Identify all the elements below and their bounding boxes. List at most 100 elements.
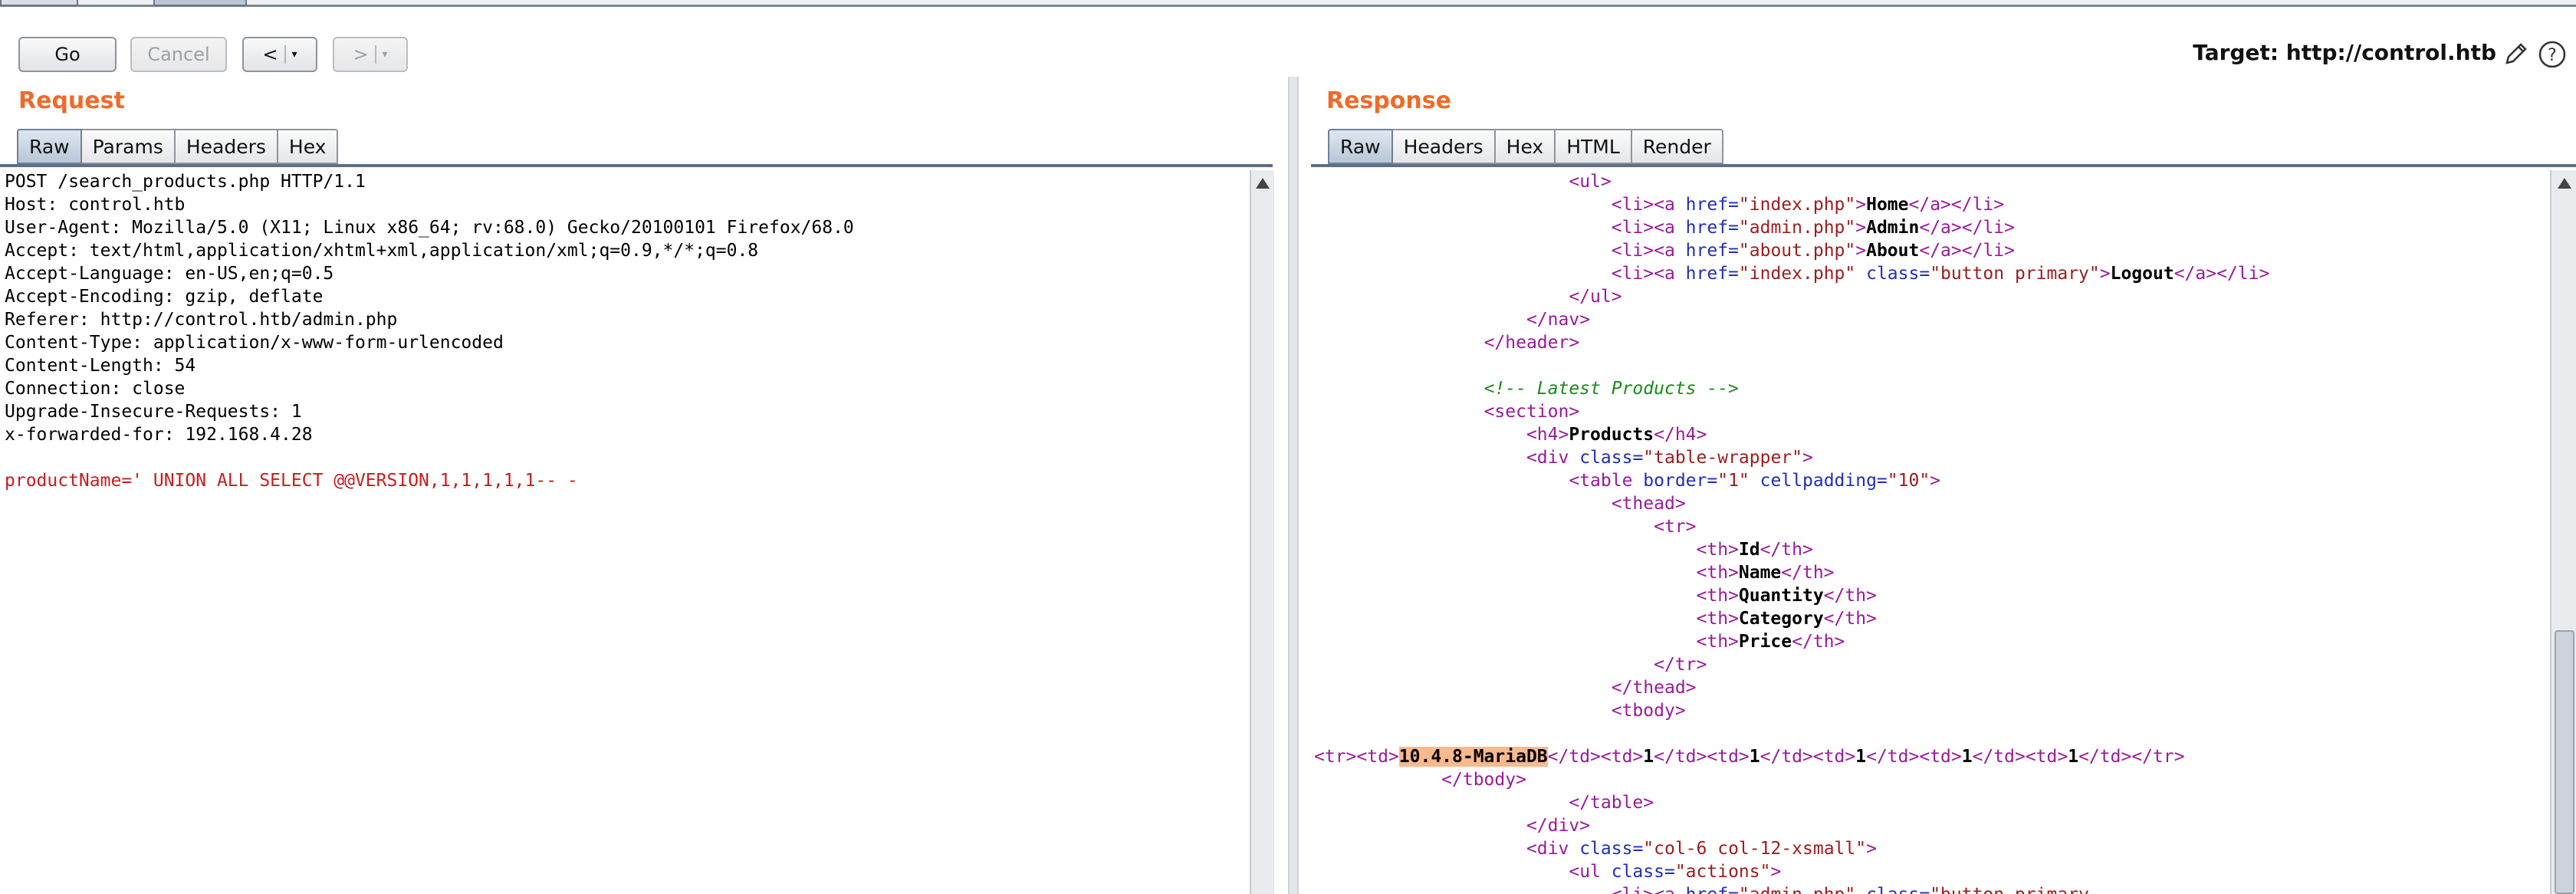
code-token: <li><a (1612, 885, 1686, 894)
forward-button[interactable]: >▾ (333, 37, 408, 72)
code-token: <li><a (1611, 241, 1686, 261)
code-token: <table (1569, 471, 1644, 491)
go-button[interactable]: Go (18, 37, 117, 72)
response-code-line: <li><a href="admin.php">Admin</a></li> (1314, 216, 2550, 239)
response-code-line (1314, 722, 2550, 745)
request-tab-params[interactable]: Params (81, 129, 176, 164)
back-button[interactable]: <▾ (242, 37, 317, 72)
response-code-line: <th>Category</th> (1314, 607, 2550, 630)
help-icon[interactable]: ? (2538, 40, 2567, 69)
code-token: border= (1643, 471, 1718, 491)
response-code-line: <div class="table-wrapper"> (1314, 446, 2550, 469)
request-header-accept: Accept: text/html,application/xhtml+xml,… (5, 241, 759, 261)
response-code-line: <th>Name</th> (1314, 561, 2550, 584)
response-tab-render[interactable]: Render (1631, 129, 1723, 164)
top-tab[interactable] (0, 0, 78, 6)
code-token: "col-6 col-12-xsmall" (1643, 839, 1867, 859)
response-code-line: </header> (1314, 331, 2550, 354)
request-header-connection: Connection: close (5, 379, 186, 399)
code-token: "table-wrapper" (1643, 448, 1803, 468)
cancel-button[interactable]: Cancel (130, 37, 227, 72)
forward-history-dropdown-icon[interactable]: ▾ (382, 48, 388, 61)
request-header-referer: Referer: http://control.htb/admin.php (5, 310, 398, 330)
code-token: Products (1569, 425, 1654, 445)
request-tab-headers[interactable]: Headers (175, 129, 278, 164)
code-token: Quantity (1738, 586, 1824, 606)
request-header-accept-encoding: Accept-Encoding: gzip, deflate (5, 287, 324, 307)
top-tab-active[interactable] (153, 0, 247, 6)
code-token: </a></li> (1919, 218, 2015, 238)
code-token: "actions" (1674, 862, 1771, 882)
response-tab-headers[interactable]: Headers (1392, 129, 1496, 164)
code-token: "about.php" (1738, 241, 1856, 261)
code-token: class= (1579, 448, 1644, 468)
pane-splitter[interactable] (1288, 77, 1299, 894)
code-token: <th> (1696, 540, 1739, 560)
scroll-thumb[interactable] (2555, 630, 2574, 894)
back-history-dropdown-icon[interactable]: ▾ (291, 48, 297, 61)
code-token: Name (1738, 563, 1782, 583)
response-title: Response (1326, 87, 1451, 114)
code-token: class= (1611, 862, 1675, 882)
code-token: 1 (1643, 747, 1654, 767)
scroll-up-arrow-icon[interactable] (2558, 178, 2571, 189)
code-token: </thead> (1611, 678, 1697, 698)
pencil-icon[interactable] (2501, 40, 2530, 69)
code-token: </nav> (1526, 310, 1591, 330)
code-token: 1 (1749, 747, 1760, 767)
code-token: href= (1685, 241, 1739, 261)
forward-arrow-icon: > (353, 44, 369, 65)
code-token: > (1855, 241, 1867, 261)
request-header-accept-language: Accept-Language: en-US,en;q=0.5 (5, 264, 334, 284)
code-token: </div> (1526, 816, 1591, 836)
response-scrollbar[interactable] (2550, 170, 2576, 894)
code-token: <div (1526, 448, 1580, 468)
request-scrollbar[interactable] (1250, 170, 1274, 894)
scroll-up-arrow-icon[interactable] (1256, 178, 1270, 189)
code-token: class= (1866, 264, 1930, 284)
response-tab-html[interactable]: HTML (1556, 129, 1632, 164)
request-tab-hex[interactable]: Hex (278, 129, 339, 164)
response-tab-hex[interactable]: Hex (1495, 129, 1556, 164)
code-token: </th> (1792, 632, 1845, 652)
response-code-line: </tbody> (1314, 768, 2550, 791)
code-token: cellpadding= (1760, 471, 1888, 491)
code-token: 1 (1855, 747, 1867, 767)
response-code-line: <li><a href="about.php">About</a></li> (1314, 239, 2550, 262)
code-token: </ul> (1569, 287, 1622, 307)
code-token: <tbody> (1611, 701, 1686, 721)
response-code-line: <li><a href="index.php" class="button pr… (1314, 262, 2550, 285)
code-token: <ul (1569, 862, 1612, 882)
code-token: <th> (1696, 632, 1739, 652)
code-token: </th> (1823, 609, 1877, 629)
code-token: > (1855, 218, 1867, 238)
code-token: </header> (1484, 333, 1580, 353)
response-code-line: <!-- Latest Products --> (1314, 377, 2550, 400)
response-code-line: <section> (1314, 400, 2550, 423)
response-code-line: <h4>Products</h4> (1314, 423, 2550, 446)
response-code-line: <ul class="actions"> (1314, 860, 2550, 883)
response-editor[interactable]: <ul> <li><a href="index.php">Home</a></l… (1311, 170, 2550, 894)
request-editor[interactable]: POST /search_products.php HTTP/1.1 Host:… (0, 170, 1250, 894)
code-token: </a></li> (2174, 264, 2270, 284)
response-tab-raw[interactable]: Raw (1328, 129, 1393, 164)
code-token: <tr><td> (1314, 747, 1399, 767)
request-tab-raw[interactable]: Raw (17, 129, 82, 164)
code-token: "button primary" (1930, 264, 2100, 284)
code-token: <ul> (1569, 172, 1612, 192)
response-code-line: </div> (1314, 814, 2550, 837)
code-token: <th> (1696, 586, 1739, 606)
code-token: <th> (1696, 563, 1739, 583)
code-token: > (1866, 839, 1877, 859)
response-code-line: <tr><td>10.4.8-MariaDB</td><td>1</td><td… (1314, 745, 2550, 768)
request-header-content-length: Content-Length: 54 (5, 356, 196, 376)
code-token: Id (1738, 540, 1760, 560)
code-token: "button primary (1930, 885, 2089, 894)
response-code-line: <th>Price</th> (1314, 630, 2550, 653)
code-token: href= (1685, 218, 1739, 238)
target-label[interactable]: Target: http://control.htb (2193, 40, 2496, 65)
code-token: </a></li> (1908, 195, 2005, 215)
code-token: </td></tr> (2078, 747, 2185, 767)
response-code-line: <th>Id</th> (1314, 538, 2550, 561)
request-line: POST /search_products.php HTTP/1.1 (5, 172, 366, 192)
